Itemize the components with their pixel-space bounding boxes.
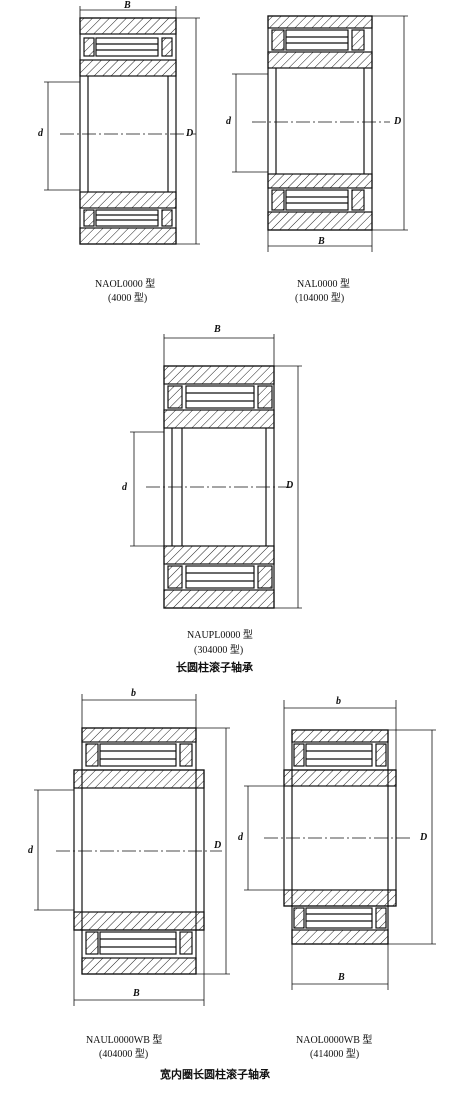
bearing-naol0000wb — [244, 700, 436, 990]
dim-D-2: D — [394, 116, 402, 127]
label-naol0000-type: NAOL0000 型 — [95, 279, 156, 290]
label-naupl0000-type: NAUPL0000 型 — [187, 630, 253, 641]
dim-B-4: B — [133, 988, 140, 999]
bearing-naol0000 — [44, 6, 200, 245]
caption-wide-inner-ring-bearings: 宽内圈长圆柱滚子轴承 — [160, 1068, 270, 1081]
dim-B-1: B — [124, 0, 131, 11]
label-nal0000-series: (104000 型) — [295, 293, 345, 304]
dim-D-5: D — [420, 832, 428, 843]
dim-b-5: b — [336, 696, 341, 707]
label-naupl0000-series: (304000 型) — [194, 645, 244, 656]
label-naol0000-series: (4000 型) — [108, 293, 148, 304]
dim-d-2: d — [226, 116, 231, 127]
dim-d-5: d — [238, 832, 243, 843]
dim-B-2: B — [318, 236, 325, 247]
dim-B-3: B — [214, 324, 221, 335]
bearing-nal0000 — [232, 15, 408, 252]
dim-D-4: D — [214, 840, 222, 851]
label-naul0000wb-type: NAUL0000WB 型 — [86, 1035, 163, 1046]
dim-b-4: b — [131, 688, 136, 699]
dim-B-5: B — [338, 972, 345, 983]
caption-long-cylindrical-roller-bearings: 长圆柱滚子轴承 — [176, 661, 253, 674]
dim-d-4: d — [28, 845, 33, 856]
bearing-naul0000wb — [34, 694, 230, 1006]
dim-D-1: D — [186, 128, 194, 139]
label-naul0000wb-series: (404000 型) — [99, 1049, 149, 1060]
label-naol0000wb-type: NAOL0000WB 型 — [296, 1035, 373, 1046]
label-naol0000wb-series: (414000 型) — [310, 1049, 360, 1060]
bearing-naupl0000 — [130, 334, 302, 609]
dim-D-3: D — [286, 480, 294, 491]
label-nal0000-type: NAL0000 型 — [297, 279, 351, 290]
dim-d-3: d — [122, 482, 127, 493]
dim-d-1: d — [38, 128, 43, 139]
